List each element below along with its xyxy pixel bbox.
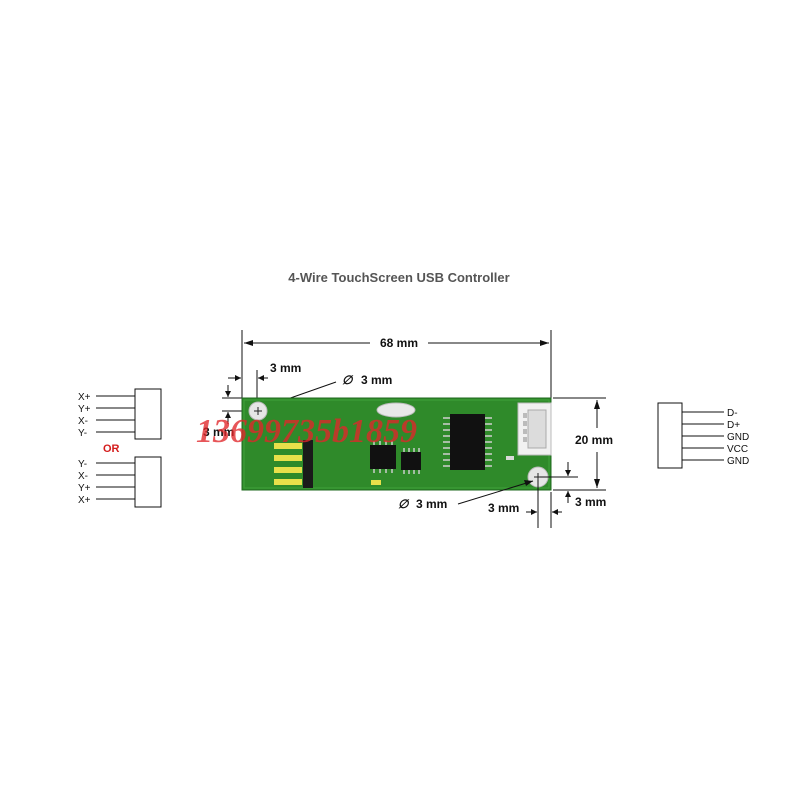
smd-part [506, 456, 514, 460]
oval-component [376, 402, 416, 418]
pin-label: Y- [78, 459, 87, 470]
hole-offset-x-top-label: 3 mm [270, 361, 301, 375]
hole-offset-y-top-label: 3 mm [203, 425, 234, 439]
or-label: OR [103, 443, 120, 455]
left-connector-a: X+ Y+ X- Y- [78, 388, 162, 440]
usb-header-connector [517, 402, 552, 456]
hole-diameter-bottom-label: 3 mm [416, 497, 447, 511]
pin-label: Y+ [78, 483, 91, 494]
pcb-board [241, 397, 552, 491]
hole-offset-x-bottom: 3 mm [488, 480, 562, 528]
hole-offset-y-bottom-label: 3 mm [575, 495, 606, 509]
hole-offset-x-bottom-label: 3 mm [488, 501, 519, 515]
ic-chip-small [370, 441, 396, 473]
hole-offset-y-bottom: 3 mm [540, 462, 606, 509]
height-dimension: 20 mm [553, 397, 613, 491]
smd-part [371, 480, 381, 485]
diameter-symbol-top: ∅ [342, 373, 354, 387]
hole-offset-y-top: 3 mm [203, 385, 258, 439]
watermark-text: 13699735b1859 [196, 413, 417, 450]
pin-label: GND [727, 456, 749, 467]
pin-label: X- [78, 471, 88, 482]
right-usb-connector: D- D+ GND VCC GND [657, 402, 749, 469]
pin-label: GND [727, 432, 749, 443]
pin-label: X+ [78, 495, 91, 506]
ic-chip-mini [401, 448, 421, 474]
touch-connector-pads [274, 440, 313, 488]
hole-offset-x-top: 3 mm [228, 361, 301, 415]
length-dimension: 68 mm [241, 330, 552, 398]
diameter-symbol-bottom: ∅ [398, 497, 410, 511]
hole-diameter-bottom: ∅ 3 mm [398, 480, 534, 511]
length-label: 68 mm [380, 336, 418, 350]
pin-label: X- [78, 416, 88, 427]
diagram-title: 4-Wire TouchScreen USB Controller [288, 270, 509, 285]
pin-label: D- [727, 408, 738, 419]
mounting-hole-top [248, 401, 268, 421]
pin-label: Y+ [78, 404, 91, 415]
left-connector-b: Y- X- Y+ X+ [78, 456, 162, 508]
height-label: 20 mm [575, 433, 613, 447]
pin-label: VCC [727, 444, 748, 455]
hole-diameter-top-label: 3 mm [361, 373, 392, 387]
ic-chip-main [443, 414, 492, 470]
pin-label: X+ [78, 392, 91, 403]
pin-label: D+ [727, 420, 740, 431]
pin-label: Y- [78, 428, 87, 439]
